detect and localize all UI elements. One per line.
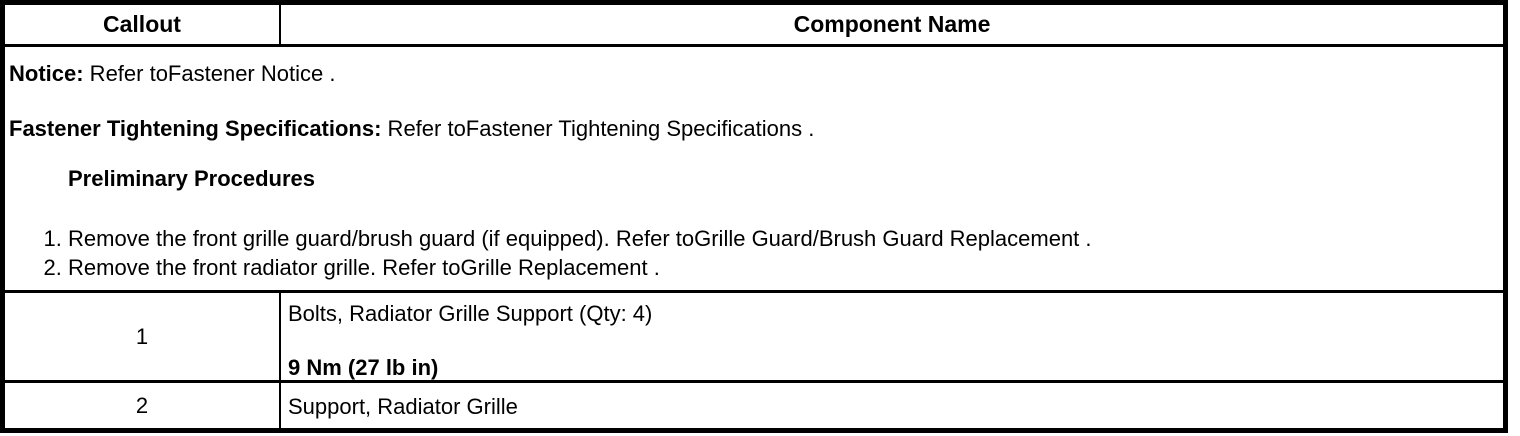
table-row: 2 Support, Radiator Grille: [5, 380, 1503, 428]
notice-text: Refer toFastener Notice .: [83, 61, 336, 86]
table-row: 1 Bolts, Radiator Grille Support (Qty: 4…: [5, 290, 1503, 380]
component-description: Bolts, Radiator Grille Support (Qty: 4): [288, 301, 653, 326]
preliminary-procedures-heading: Preliminary Procedures: [68, 166, 316, 191]
table-header-row: Callout Component Name: [5, 5, 1503, 44]
list-item: Remove the front grille guard/brush guar…: [68, 224, 1495, 253]
preliminary-notes-cell: Notice: Refer toFastener Notice . Fasten…: [5, 44, 1503, 290]
component-cell: Support, Radiator Grille: [281, 383, 1503, 428]
header-cell-callout: Callout: [5, 5, 281, 44]
component-cell: Bolts, Radiator Grille Support (Qty: 4) …: [281, 293, 1503, 380]
preliminary-steps-list: Remove the front grille guard/brush guar…: [9, 224, 1495, 282]
fastener-spec-paragraph: Fastener Tightening Specifications: Refe…: [9, 114, 1495, 143]
fastener-spec-label: Fastener Tightening Specifications:: [9, 116, 382, 141]
notice-paragraph: Notice: Refer toFastener Notice .: [9, 59, 1495, 88]
list-item: Remove the front radiator grille. Refer …: [68, 253, 1495, 282]
component-description: Support, Radiator Grille: [288, 394, 518, 419]
header-cell-component-name: Component Name: [793, 11, 991, 37]
callout-number: 2: [5, 383, 281, 428]
notice-label: Notice:: [9, 61, 84, 86]
fastener-spec-text: Refer toFastener Tightening Specificatio…: [381, 116, 815, 141]
callout-number: 1: [5, 293, 281, 380]
torque-spec: 9 Nm (27 lb in): [288, 355, 439, 380]
